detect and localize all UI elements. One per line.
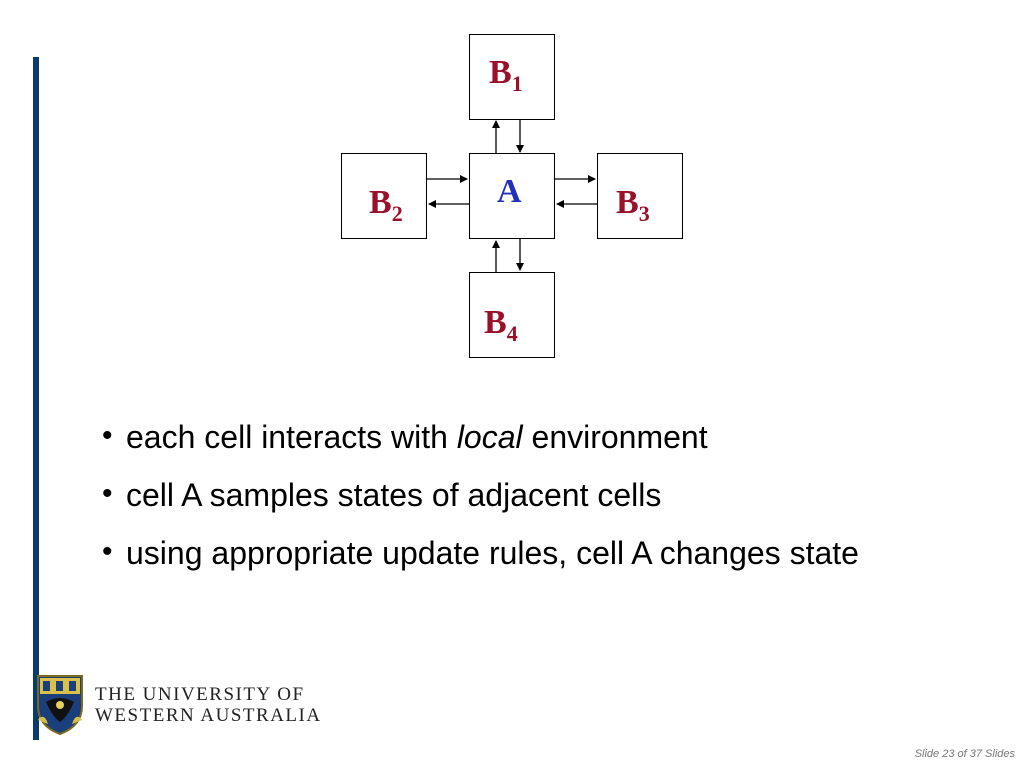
- cell-b2: [341, 153, 427, 239]
- university-crest-icon: [37, 675, 83, 736]
- university-name-line2: WESTERN AUSTRALIA: [95, 705, 322, 727]
- university-name: THE UNIVERSITY OF WESTERN AUSTRALIA: [95, 684, 322, 727]
- bullet-item: using appropriate update rules, cell A c…: [102, 534, 982, 573]
- bullet-item: each cell interacts with local environme…: [102, 418, 982, 457]
- cell-b4-label: B4: [484, 304, 518, 346]
- cell-b4: [469, 272, 555, 358]
- bullet-list: each cell interacts with local environme…: [102, 418, 982, 592]
- cell-b1-label: B1: [489, 54, 523, 96]
- cell-b3-label: B3: [616, 184, 650, 226]
- cell-a-label: A: [497, 173, 522, 210]
- slide-counter: Slide 23 of 37 Slides: [914, 748, 1015, 760]
- university-name-line1: THE UNIVERSITY OF: [95, 684, 305, 705]
- left-accent-bar: [33, 57, 39, 740]
- cell-b2-label: B2: [369, 184, 403, 226]
- bullet-item: cell A samples states of adjacent cells: [102, 476, 982, 515]
- cell-a: [469, 153, 555, 239]
- emphasis-text: local: [456, 419, 523, 455]
- cell-b1: [469, 34, 555, 120]
- cell-b3: [597, 153, 683, 239]
